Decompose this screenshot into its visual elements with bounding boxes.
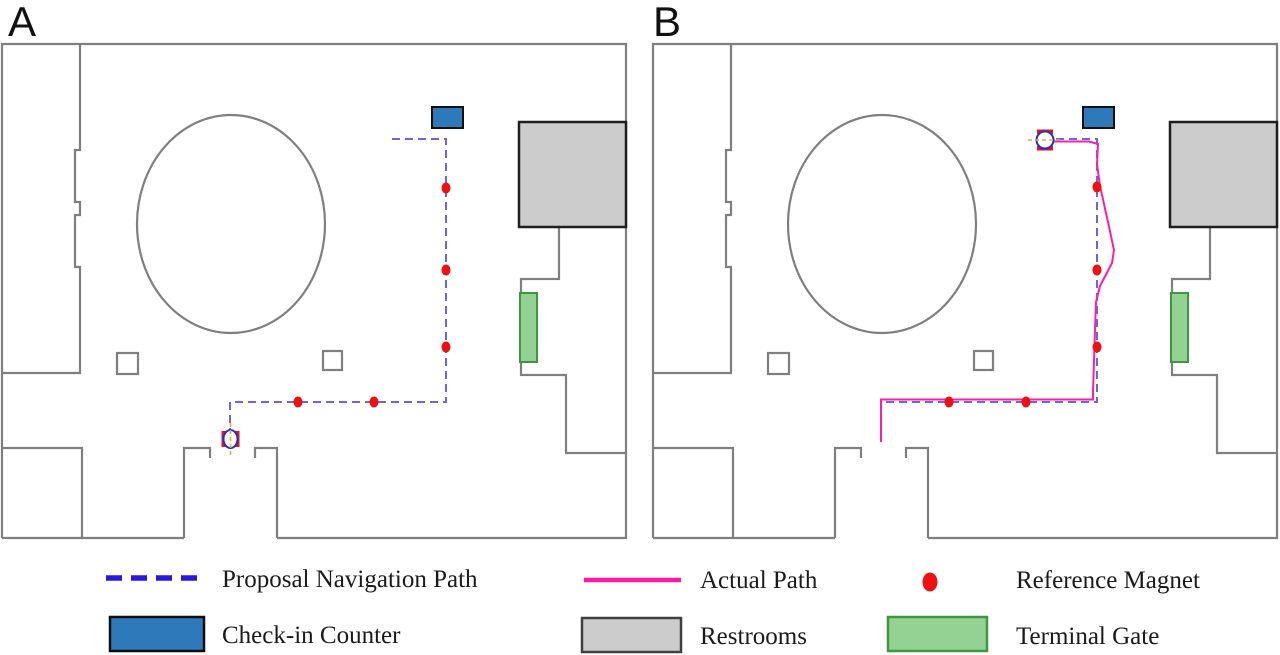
restrooms-label: Restrooms [700, 623, 807, 650]
panel-b-floorplan [651, 42, 1279, 540]
panel-a-label: A [8, 0, 36, 45]
reference-magnet-dot [1021, 396, 1031, 408]
proposal-path-a [229, 138, 447, 441]
reference-magnet-dot [441, 182, 451, 194]
legend: Proposal Navigation Path Actual Path Ref… [106, 566, 1200, 654]
actual-path-label: Actual Path [700, 567, 818, 594]
terminal-gate-label: Terminal Gate [1016, 623, 1159, 650]
panel-a: A [0, 0, 628, 540]
reference-magnet-dot [1092, 181, 1102, 193]
reference-magnet-dot [369, 396, 379, 408]
reference-magnet-dot [293, 396, 303, 408]
proposal-path-label: Proposal Navigation Path [222, 566, 478, 593]
terminal-gate-swatch [886, 615, 989, 653]
restrooms-swatch [580, 616, 683, 654]
panel-b: B [651, 0, 1279, 540]
reference-magnets-a [293, 182, 451, 408]
panel-a-floorplan [0, 42, 628, 540]
reference-magnet-dot [441, 341, 451, 353]
reference-magnet-swatch [922, 572, 938, 592]
checkin-counter-label: Check-in Counter [222, 622, 401, 649]
actual-path-b [880, 140, 1116, 442]
reference-magnet-dot [944, 396, 954, 408]
reference-magnet-dot [441, 264, 451, 276]
reference-magnets-b [944, 181, 1102, 408]
robot-end-marker [1028, 129, 1062, 151]
reference-magnet-dot [1092, 341, 1102, 353]
reference-magnet-dot [1092, 264, 1102, 276]
reference-magnet-label: Reference Magnet [1016, 567, 1200, 594]
checkin-counter-swatch [108, 615, 206, 653]
proposal-path-b [881, 138, 1098, 403]
robot-start-marker [221, 423, 240, 456]
panel-b-label: B [653, 0, 681, 45]
